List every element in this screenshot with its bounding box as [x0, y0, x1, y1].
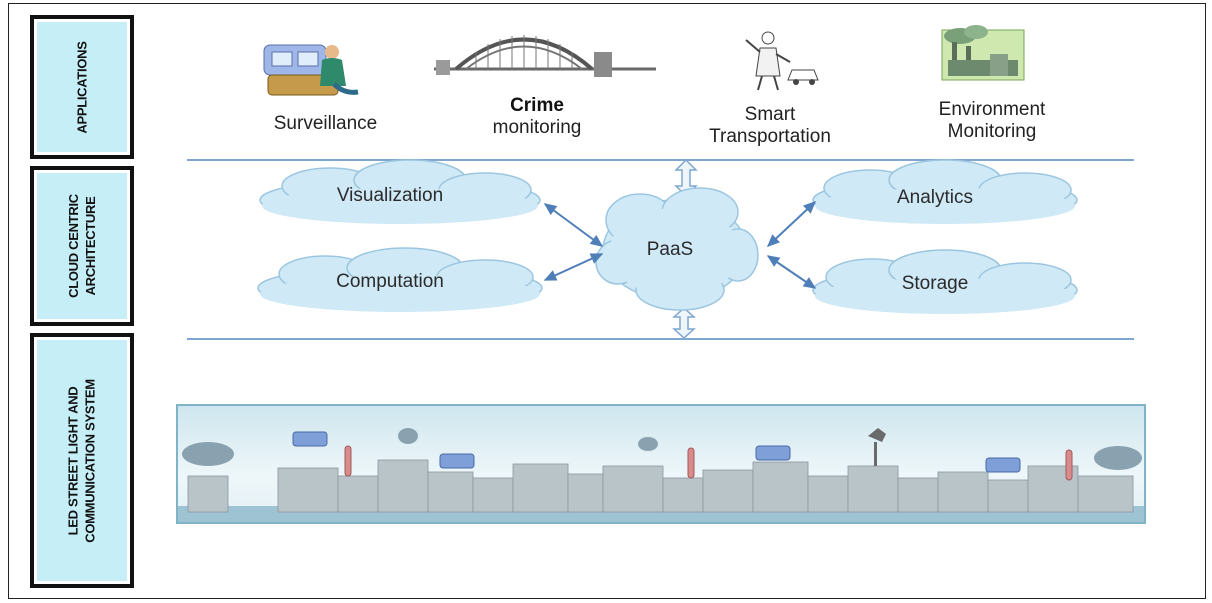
bridge-clipart-icon [434, 35, 656, 77]
cloud-visualization [259, 159, 541, 224]
traffic-officer-clipart-icon [745, 31, 819, 91]
app-label-environment-monitoring: Environment Monitoring [938, 99, 1046, 142]
arrow-visualization-paas [543, 203, 604, 247]
app-label-smart-transportation: Smart Transportation [709, 104, 831, 147]
cloud-storage [812, 249, 1078, 314]
cloud-label-visualization: Visualization [336, 185, 444, 206]
app-label-surveillance: Surveillance [273, 113, 378, 134]
arrow-computation-paas [543, 253, 604, 281]
cloud-label-computation: Computation [336, 271, 444, 292]
arrow-paas-analytics [766, 201, 817, 247]
cloud-label-analytics: Analytics [896, 187, 974, 208]
double-arrow-down-icon [672, 306, 696, 340]
arrow-paas-storage [766, 255, 817, 289]
cloud-paas [595, 187, 759, 311]
city-skyline-illustration [176, 404, 1146, 524]
layer-box-applications: APPLICATIONS [30, 15, 134, 159]
factory-clipart-icon [941, 25, 1025, 81]
app-label-crime-monitoring: Crime monitoring [492, 95, 582, 138]
cloud-label-paas: PaaS [646, 239, 694, 260]
cloud-computation [257, 247, 543, 312]
cloud-label-storage: Storage [901, 273, 969, 294]
layer-box-led-street-light: LED STREET LIGHT AND COMMUNICATION SYSTE… [30, 333, 134, 588]
surveillance-clipart-icon [263, 44, 359, 96]
diagram-frame [8, 3, 1206, 599]
layer-box-cloud-centric: CLOUD CENTRIC ARCHITECTURE [30, 166, 134, 326]
cloud-analytics [812, 159, 1078, 224]
